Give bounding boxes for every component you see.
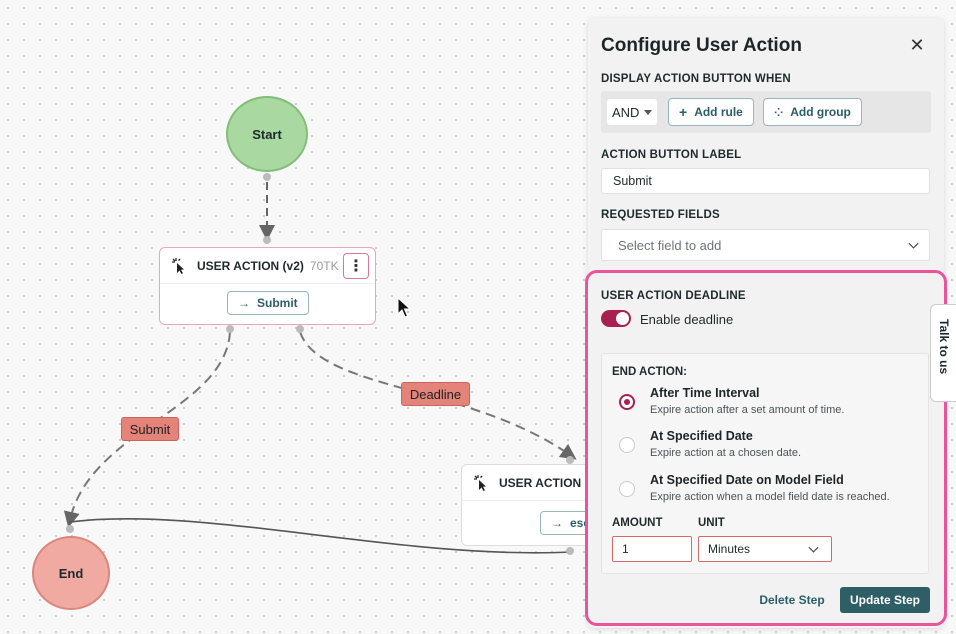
option-desc: Expire action after a set amount of time… [650, 404, 845, 416]
cursor-click-icon [474, 474, 486, 491]
unit-label: UNIT [698, 517, 725, 529]
start-node-label: Start [252, 126, 282, 142]
end-node-label: End [58, 565, 84, 581]
amount-label: AMOUNT [612, 517, 663, 529]
edge-return [69, 517, 571, 554]
node-menu-button[interactable]: ⋮ [343, 253, 369, 279]
plus-icon: + [679, 104, 688, 120]
button-label-value: Submit [613, 174, 652, 188]
option-title: At Specified Date [650, 429, 753, 443]
panel-title: Configure User Action [601, 35, 802, 56]
end-node[interactable]: End [32, 536, 110, 610]
talk-to-us-label: Talk to us [937, 319, 951, 375]
cursor-click-icon [172, 257, 184, 274]
user-action-node-2[interactable]: USER ACTION ( →esc [461, 464, 602, 546]
radio-at-specified-date-model-field[interactable] [619, 481, 635, 497]
update-step-button[interactable]: Update Step [840, 587, 930, 613]
edge-label-deadline[interactable]: Deadline [401, 382, 470, 406]
button-label-heading: ACTION BUTTON LABEL [601, 149, 742, 161]
requested-fields-heading: REQUESTED FIELDS [601, 209, 720, 221]
add-group-label: Add group [790, 105, 851, 119]
radio-at-specified-date[interactable] [619, 437, 635, 453]
close-icon[interactable]: ✕ [909, 35, 925, 55]
node-tag: 70TK [309, 258, 339, 273]
configure-user-action-panel: Configure User Action ✕ DISPLAY ACTION B… [585, 18, 947, 628]
amount-input[interactable]: 1 [612, 536, 692, 562]
option-title: After Time Interval [650, 386, 760, 400]
enable-deadline-label: Enable deadline [640, 312, 734, 327]
amount-value: 1 [622, 542, 629, 556]
caret-down-icon [644, 110, 652, 115]
add-rule-button[interactable]: + Add rule [668, 98, 754, 126]
chevron-down-icon [908, 238, 919, 249]
chevron-down-icon [808, 542, 819, 553]
condition-operator-value: AND [612, 104, 640, 120]
unit-value: Minutes [708, 542, 751, 556]
option-title: At Specified Date on Model Field [650, 473, 844, 487]
edge-label-submit[interactable]: Submit [121, 417, 179, 441]
node-title: USER ACTION ( [499, 475, 589, 490]
option-desc: Expire action at a chosen date. [650, 447, 802, 459]
edge-deadline [299, 331, 577, 460]
deadline-section-highlight [585, 270, 947, 626]
start-node[interactable]: Start [226, 96, 308, 172]
delete-step-button[interactable]: Delete Step [759, 593, 825, 607]
mouse-pointer-icon [397, 297, 411, 318]
user-action-node[interactable]: USER ACTION (v2) 70TK ⋮ → Submit [159, 247, 376, 325]
button-label-input[interactable]: Submit [601, 168, 930, 194]
arrow-right-icon: → [551, 516, 563, 530]
unit-select[interactable]: Minutes [698, 536, 832, 562]
rule-builder: AND + Add rule ⁘ Add group [601, 91, 931, 133]
end-action-box: END ACTION: After Time Interval Expire a… [601, 353, 929, 574]
display-when-label: DISPLAY ACTION BUTTON WHEN [601, 73, 791, 85]
enable-deadline-toggle[interactable] [601, 310, 631, 327]
node-title: USER ACTION (v2) [197, 258, 304, 273]
kebab-icon: ⋮ [348, 258, 364, 275]
group-icon: ⁘ [774, 106, 784, 119]
node-submit-button[interactable]: → Submit [227, 291, 309, 315]
requested-fields-placeholder: Select field to add [618, 237, 722, 253]
condition-operator-select[interactable]: AND [607, 99, 657, 125]
node-submit-label: Submit [257, 296, 298, 310]
add-group-button[interactable]: ⁘ Add group [763, 98, 862, 126]
deadline-heading: USER ACTION DEADLINE [601, 290, 746, 302]
option-desc: Expire action when a model field date is… [650, 491, 890, 503]
end-action-heading: END ACTION: [612, 366, 687, 378]
talk-to-us-tab[interactable]: Talk to us [930, 304, 956, 402]
add-rule-label: Add rule [694, 105, 743, 119]
radio-after-time-interval[interactable] [619, 394, 635, 410]
arrow-right-icon: → [238, 296, 250, 310]
requested-fields-select[interactable]: Select field to add [601, 229, 930, 261]
